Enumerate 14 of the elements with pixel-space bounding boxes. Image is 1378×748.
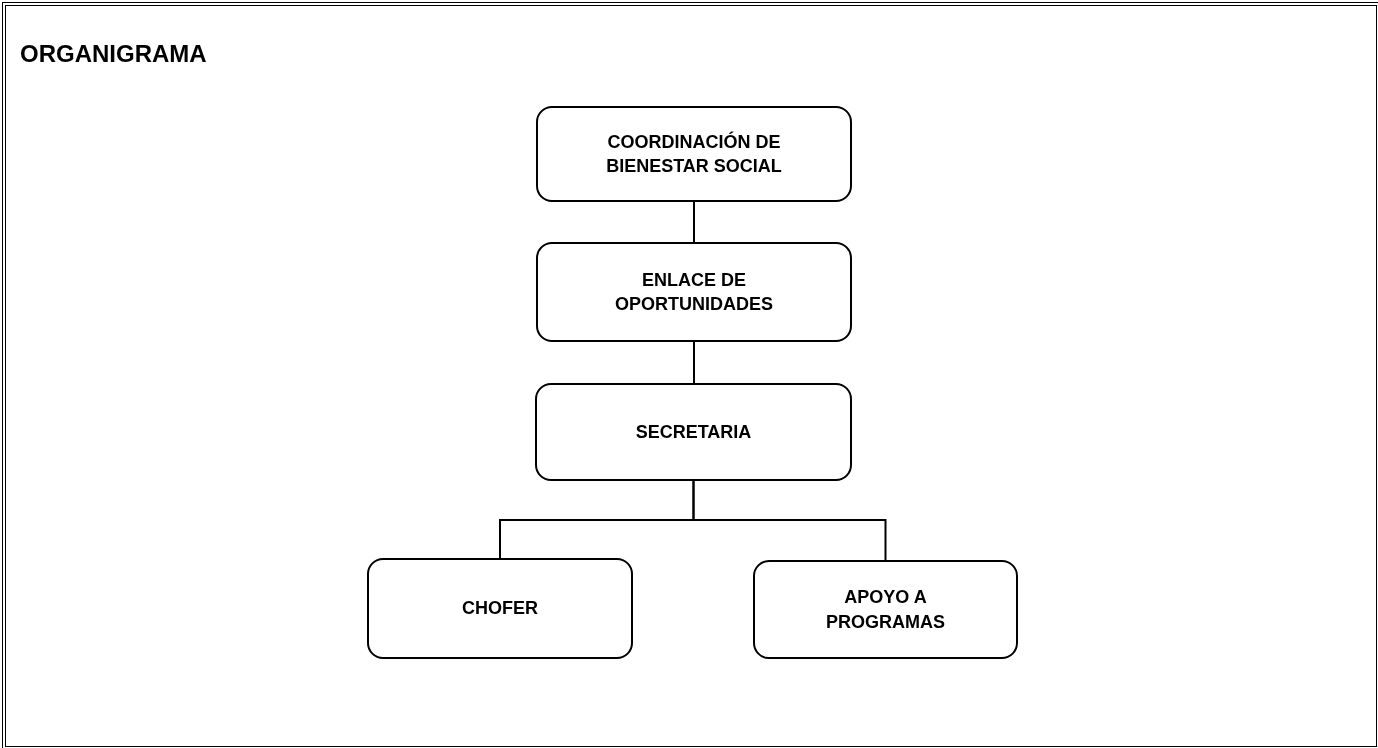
box-label: APOYO A PROGRAMAS <box>825 586 946 634</box>
box-label: ENLACE DE OPORTUNIDADES <box>614 268 774 316</box>
box-label: COORDINACIÓN DE BIENESTAR SOCIAL <box>605 130 783 178</box>
org-box <box>536 106 852 202</box>
connector-line <box>692 480 887 561</box>
org-box <box>753 560 1018 659</box>
connector-line <box>693 341 695 384</box>
chart-title: ORGANIGRAMA <box>20 40 207 68</box>
box-label: CHOFER <box>462 597 538 621</box>
box-label: SECRETARIA <box>635 420 752 444</box>
org-box <box>367 558 633 659</box>
connector-line <box>693 201 695 243</box>
org-box <box>536 242 852 342</box>
org-box <box>535 383 852 481</box>
